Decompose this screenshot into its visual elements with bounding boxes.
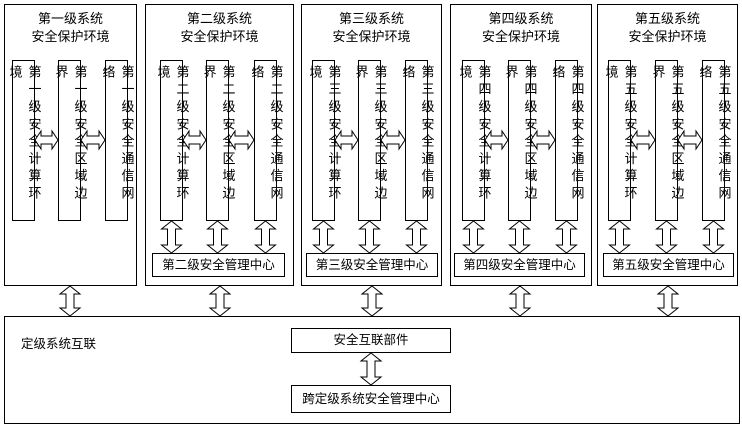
bidirectional-arrow-icon (630, 129, 656, 151)
column-label: 第二级安全区域边界 (200, 65, 235, 204)
bidirectional-arrow-icon (360, 285, 384, 317)
level-title: 第三级系统 (338, 12, 404, 27)
column-label: 第四级安全通信网络 (549, 65, 584, 204)
computing-environment-column: 第五级安全计算环境 (603, 60, 637, 221)
column-label: 第三级安全区域边界 (352, 65, 387, 204)
bidirectional-arrow-icon (677, 129, 703, 151)
communication-network-column: 第三级安全通信网络 (400, 60, 434, 221)
bidirectional-arrow-icon (508, 220, 531, 254)
bidirectional-arrow-icon (182, 129, 207, 151)
level-title: 第五级系统 (634, 12, 700, 27)
area-boundary-column: 第三级安全区域边界 (353, 60, 387, 221)
bidirectional-arrow-icon (359, 352, 383, 386)
bidirectional-arrow-icon (555, 220, 578, 254)
bidirectional-arrow-icon (530, 129, 556, 151)
bidirectional-arrow-icon (34, 129, 59, 151)
bidirectional-arrow-icon (702, 220, 725, 254)
computing-environment-column: 第四级安全计算环境 (457, 60, 491, 221)
level-management-center: 第三级安全管理中心 (306, 253, 438, 277)
level-title: 第二级系统 (186, 12, 252, 27)
column-label: 第五级安全通信网络 (696, 65, 731, 204)
communication-network-column: 第二级安全通信网络 (249, 60, 283, 221)
bidirectional-arrow-icon (80, 129, 106, 151)
column-label: 第一级安全通信网络 (99, 65, 134, 204)
level-title: 安全保护环境 (481, 30, 560, 45)
level-1-protection-environment: 第一级系统安全保护环境 (4, 4, 137, 286)
bidirectional-arrow-icon (334, 129, 359, 151)
bidirectional-arrow-icon (484, 129, 509, 151)
bidirectional-arrow-icon (656, 285, 680, 317)
column-label: 第二级安全通信网络 (248, 65, 283, 204)
column-label: 第一级安全区域边界 (52, 65, 87, 204)
bidirectional-arrow-icon (206, 220, 229, 254)
security-interconnect-component: 安全互联部件 (291, 328, 451, 353)
column-label: 第二级安全计算环境 (154, 65, 189, 204)
communication-network-column: 第一级安全通信网络 (100, 60, 134, 221)
bidirectional-arrow-icon (405, 220, 428, 254)
bidirectional-arrow-icon (228, 129, 255, 151)
bidirectional-arrow-icon (160, 220, 183, 254)
level-management-center: 第五级安全管理中心 (603, 253, 734, 277)
column-label: 第五级安全区域边界 (649, 65, 684, 204)
level-management-center: 第二级安全管理中心 (152, 253, 285, 277)
computing-environment-column: 第二级安全计算环境 (155, 60, 189, 221)
bidirectional-arrow-icon (655, 220, 678, 254)
area-boundary-column: 第一级安全区域边界 (53, 60, 87, 221)
column-label: 第三级安全通信网络 (399, 65, 434, 204)
column-label: 第五级安全计算环境 (602, 65, 637, 204)
column-label: 第一级安全计算环境 (6, 65, 41, 204)
level-title: 安全保护环境 (628, 30, 707, 45)
computing-environment-column: 第三级安全计算环境 (307, 60, 341, 221)
bidirectional-arrow-icon (358, 220, 381, 254)
level-title: 第一级系统 (37, 12, 103, 27)
column-label: 第四级安全计算环境 (456, 65, 491, 204)
bidirectional-arrow-icon (312, 220, 335, 254)
level-title: 安全保护环境 (31, 30, 110, 45)
area-boundary-column: 第四级安全区域边界 (503, 60, 537, 221)
bidirectional-arrow-icon (208, 285, 232, 317)
bidirectional-arrow-icon (608, 220, 631, 254)
bidirectional-arrow-icon (462, 220, 485, 254)
column-label: 第四级安全区域边界 (502, 65, 537, 204)
column-label: 第三级安全计算环境 (306, 65, 341, 204)
bidirectional-arrow-icon (380, 129, 406, 151)
area-boundary-column: 第二级安全区域边界 (201, 60, 235, 221)
interconnect-label: 定级系统互联 (21, 336, 97, 351)
bidirectional-arrow-icon (58, 285, 82, 317)
bidirectional-arrow-icon (508, 285, 532, 317)
computing-environment-column: 第一级安全计算环境 (7, 60, 41, 221)
level-title: 安全保护环境 (332, 30, 411, 45)
level-title: 安全保护环境 (180, 30, 259, 45)
communication-network-column: 第四级安全通信网络 (550, 60, 584, 221)
bidirectional-arrow-icon (254, 220, 277, 254)
level-title: 第四级系统 (488, 12, 554, 27)
